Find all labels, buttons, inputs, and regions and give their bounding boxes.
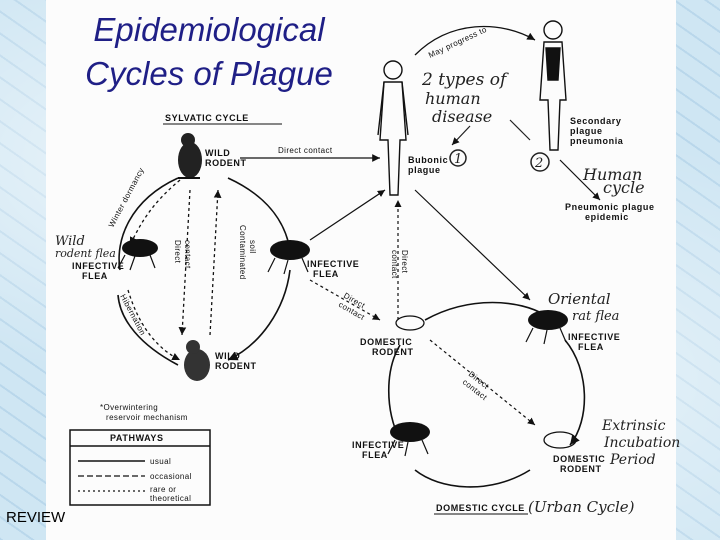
wild-rodent-top-label-2: RODENT xyxy=(205,158,247,168)
circled-one: 1 xyxy=(454,152,462,167)
sylvatic-dashed-arrows xyxy=(127,179,222,361)
hand-human-cycle-2: cycle xyxy=(603,178,645,197)
hand-two-types-2: human xyxy=(425,89,481,108)
sylvatic-circle xyxy=(117,177,291,366)
flea-left-label-2: FLEA xyxy=(82,271,108,281)
flea-right-label-2: FLEA xyxy=(578,342,604,352)
direct-contact-center-1: Direct xyxy=(400,250,409,274)
flea-bottom-figure xyxy=(387,422,430,457)
domestic-cycle-heading: DOMESTIC CYCLE xyxy=(436,503,525,513)
domestic-rodent-left-figure xyxy=(395,315,425,331)
pathway-occasional: occasional xyxy=(150,472,192,481)
hand-wild-1: Wild xyxy=(55,234,85,249)
pathway-theoretical: theoretical xyxy=(150,494,191,503)
hand-oriental-2: rat flea xyxy=(572,309,619,324)
direct-contact-vertical-1: Direct xyxy=(173,240,182,264)
flea-center-label-1: INFECTIVE xyxy=(307,259,359,269)
secondary-label-2: plague xyxy=(570,126,603,136)
domestic-rodent-right-2: RODENT xyxy=(560,464,602,474)
direct-contact-horizontal: Direct contact xyxy=(278,146,333,155)
flea-bottom-label-2: FLEA xyxy=(362,450,388,460)
bubonic-label-2: plague xyxy=(408,165,441,175)
pneumonic-label-1: Pneumonic plague xyxy=(565,202,655,212)
hand-extrinsic-2: Incubation xyxy=(603,435,680,451)
domestic-rodent-right-figure xyxy=(543,431,577,449)
hand-oriental-1: Oriental xyxy=(548,290,611,308)
domestic-rodent-right-1: DOMESTIC xyxy=(553,454,605,464)
flea-center-figure xyxy=(267,240,310,275)
diagram-panel xyxy=(46,0,676,540)
circled-two: 2 xyxy=(534,156,543,171)
human-figure-bubonic xyxy=(377,60,409,196)
sylvatic-cycle-heading: SYLVATIC CYCLE xyxy=(165,113,249,123)
wild-rodent-top-figure xyxy=(178,133,202,179)
flea-right-label-1: INFECTIVE xyxy=(568,332,620,342)
bubonic-label-1: Bubonic xyxy=(408,155,448,165)
pneumonic-label-2: epidemic xyxy=(585,212,629,222)
winter-dormancy-label: Winter dormancy xyxy=(107,166,146,229)
human-figure-pneumonic xyxy=(539,20,567,151)
hand-wild-2: rodent flea xyxy=(55,247,116,260)
overwintering-1: *Overwintering xyxy=(100,403,158,412)
flea-left-figure xyxy=(117,239,158,271)
domestic-rodent-left-1: DOMESTIC xyxy=(360,337,412,347)
secondary-label-1: Secondary xyxy=(570,116,621,126)
title-line-2: Cycles of Plague xyxy=(85,55,333,92)
title-line-1: Epidemiological xyxy=(93,11,325,48)
pathways-legend xyxy=(69,429,211,506)
hand-extrinsic-1: Extrinsic xyxy=(601,418,666,434)
domestic-rodent-left-2: RODENT xyxy=(372,347,414,357)
wild-rodent-bottom-label-2: RODENT xyxy=(215,361,257,371)
direct-contact-vertical-2: contact xyxy=(183,240,192,269)
pathway-usual: usual xyxy=(150,457,171,466)
hand-human-cycle-1: Human xyxy=(582,165,642,184)
wild-rodent-bottom-label-1: WILD xyxy=(215,351,240,361)
overwintering-2: reservoir mechanism xyxy=(106,413,188,422)
contaminated-soil-2: soil xyxy=(248,240,257,254)
hand-urban-cycle: (Urban Cycle) xyxy=(528,498,635,516)
review-label: REVIEW xyxy=(6,509,66,526)
slide-title: Epidemiological Cycles of Plague xyxy=(50,8,368,96)
flea-bottom-label-1: INFECTIVE xyxy=(352,440,404,450)
hand-extrinsic-3: Period xyxy=(609,452,656,468)
pathways-title: PATHWAYS xyxy=(110,433,164,443)
contaminated-soil-1: Contaminated xyxy=(238,225,247,280)
hand-two-types-1: 2 types of xyxy=(421,70,509,90)
direct-contact-center-2: contact xyxy=(390,250,399,279)
flea-center-label-2: FLEA xyxy=(313,269,339,279)
flea-left-label-1: INFECTIVE xyxy=(72,261,124,271)
wild-rodent-bottom-figure xyxy=(184,340,210,381)
pathway-rare: rare or xyxy=(150,485,176,494)
secondary-label-3: pneumonia xyxy=(570,136,624,146)
hand-two-types-3: disease xyxy=(432,107,492,126)
flea-right-figure xyxy=(525,310,568,345)
wild-rodent-top-label-1: WILD xyxy=(205,148,230,158)
